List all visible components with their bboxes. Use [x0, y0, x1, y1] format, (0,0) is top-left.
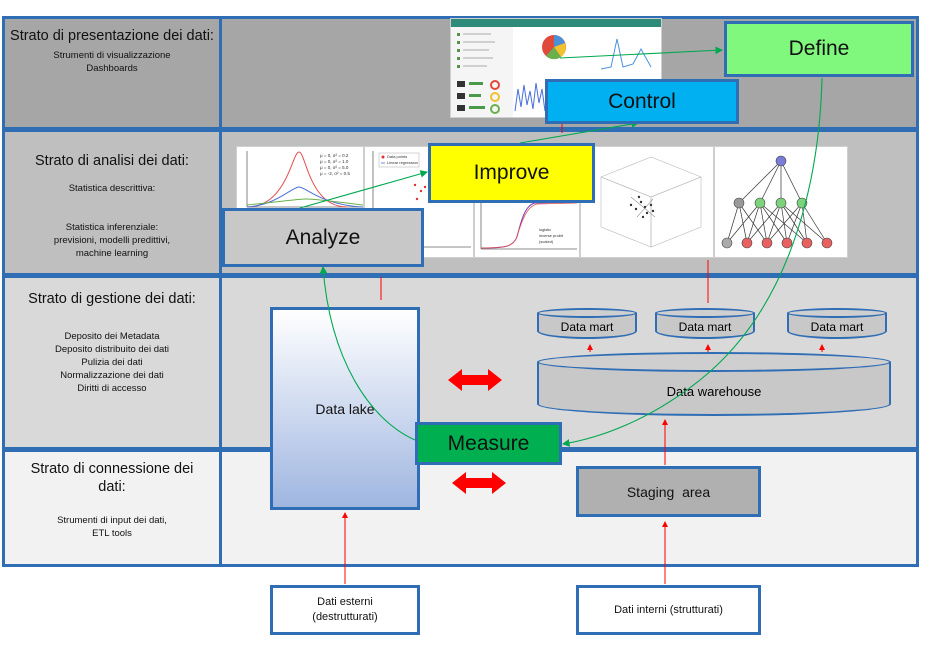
legend-logit-3: (scaled): [539, 239, 554, 244]
analysis-layer-label: Strato di analisi dei dati: Statistica d…: [2, 129, 222, 276]
management-layer-label: Strato di gestione dei dati: Deposito de…: [2, 275, 222, 450]
data-mart-1-label: Data mart: [560, 320, 614, 334]
data-warehouse: Data warehouse: [537, 352, 891, 416]
legend-scatter-1: Data points: [387, 154, 407, 159]
3d-scatter-image: [600, 156, 702, 248]
control-box: Control: [545, 79, 739, 124]
analyze-box: Analyze: [222, 208, 424, 267]
neural-network-image: [721, 155, 833, 249]
management-layer-title: Strato di gestione dei dati:: [28, 291, 196, 307]
improve-label: Improve: [473, 161, 550, 184]
3d-scatter-thumbnail: [580, 146, 714, 258]
presentation-layer-label: Strato di presentazione dei dati: Strume…: [2, 16, 222, 130]
connection-layer-label: Strato di connessione dei dati: Strument…: [2, 449, 222, 567]
gaussian-curves-image: μ = 0, σ² = 0.2 μ = 0, σ² = 1.0 μ = 0, σ…: [246, 151, 363, 208]
connection-layer-title: Strato di connessione dei dati:: [30, 461, 194, 495]
define-box: Define: [724, 21, 914, 77]
staging-area: Staging area: [576, 466, 761, 517]
internal-data-label: Dati interni (strutturati): [614, 604, 723, 616]
legend-logit-2: inverse probit: [539, 233, 564, 238]
control-label: Control: [608, 89, 676, 113]
management-layer-desc: Deposito dei Metadata Deposito distribui…: [54, 331, 170, 394]
distribution-plot-thumbnail: μ = 0, σ² = 0.2 μ = 0, σ² = 1.0 μ = 0, σ…: [236, 146, 364, 212]
improve-box: Improve: [428, 143, 595, 203]
data-lake-label: Data lake: [315, 400, 375, 417]
analysis-layer-desc: Statistica descrittiva: Statistica infer…: [53, 183, 171, 259]
legend-scatter-2: Linear regression: [387, 160, 418, 165]
data-lake: Data lake: [270, 307, 420, 510]
define-label: Define: [788, 37, 850, 60]
legend-fit-3: μ = 0, σ² = 5.0: [320, 165, 349, 170]
neural-network-thumbnail: [714, 146, 848, 258]
internal-data-source: Dati interni (strutturati): [576, 585, 761, 635]
presentation-layer-title: Strato di presentazione dei dati:: [10, 28, 214, 44]
presentation-layer-desc: Strumenti di visualizzazione Dashboards: [53, 50, 171, 74]
data-mart-3: Data mart: [787, 308, 887, 340]
external-data-label: Dati esterni (destrutturati): [312, 596, 378, 623]
legend-fit-2: μ = 0, σ² = 1.0: [320, 159, 349, 164]
analysis-layer-title: Strato di analisi dei dati:: [35, 153, 189, 169]
logistic-curve-image: logistic inverse probit (scaled): [480, 201, 578, 250]
analyze-label: Analyze: [285, 225, 361, 249]
legend-fit-1: μ = 0, σ² = 0.2: [320, 153, 349, 158]
logistic-plot-thumbnail: logistic inverse probit (scaled): [474, 196, 580, 258]
staging-area-label: Staging area: [626, 483, 711, 500]
data-mart-1: Data mart: [537, 308, 637, 340]
data-mart-3-label: Data mart: [810, 320, 864, 334]
dashboard-image: [451, 19, 661, 117]
legend-fit-4: μ = -2, σ² = 0.5: [320, 171, 350, 176]
data-mart-2-label: Data mart: [678, 320, 732, 334]
measure-label: Measure: [447, 431, 530, 455]
connection-layer-desc: Strumenti di input dei dati, ETL tools: [57, 515, 167, 539]
measure-box: Measure: [415, 422, 562, 465]
data-warehouse-label: Data warehouse: [666, 384, 762, 399]
data-mart-2: Data mart: [655, 308, 755, 340]
external-data-source: Dati esterni (destrutturati): [270, 585, 420, 635]
legend-logit-1: logistic: [539, 227, 551, 232]
